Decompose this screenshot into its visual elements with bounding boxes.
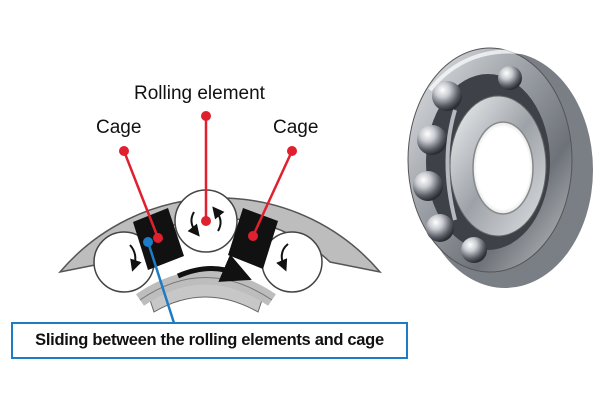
bearing-ball <box>432 81 462 111</box>
leader-dot <box>201 111 211 121</box>
leader-cage-right <box>251 150 294 237</box>
leader-dot <box>287 146 297 156</box>
rotation-arrow-right-ball <box>276 243 289 272</box>
rolling-element-label: Rolling element <box>134 83 265 104</box>
leader-cage-left <box>122 150 160 239</box>
inner-ring-rotation-arrow <box>176 254 252 282</box>
bearing-ball <box>417 125 447 155</box>
leader-dot <box>201 216 211 226</box>
rotation-arrow-left-ball <box>129 244 142 272</box>
leader-dot <box>153 233 163 243</box>
sliding-callout-text: Sliding between the rolling elements and… <box>35 331 384 349</box>
leader-dot <box>143 237 153 247</box>
ball-bearing-illustration <box>407 47 593 288</box>
leader-sliding-callout <box>146 241 176 324</box>
bearing-ball <box>498 66 522 90</box>
rotation-arrow-center-left <box>187 211 200 237</box>
rotation-arrow-center-right <box>212 206 225 232</box>
cage-label-right: Cage <box>273 117 319 138</box>
leader-dot <box>248 231 258 241</box>
leader-dot <box>119 146 129 156</box>
bearing-ball <box>461 237 487 263</box>
bearing-ball <box>413 171 443 201</box>
bearing-ball <box>426 214 454 242</box>
sliding-callout-box: Sliding between the rolling elements and… <box>11 322 408 359</box>
cage-label-left: Cage <box>96 117 142 138</box>
